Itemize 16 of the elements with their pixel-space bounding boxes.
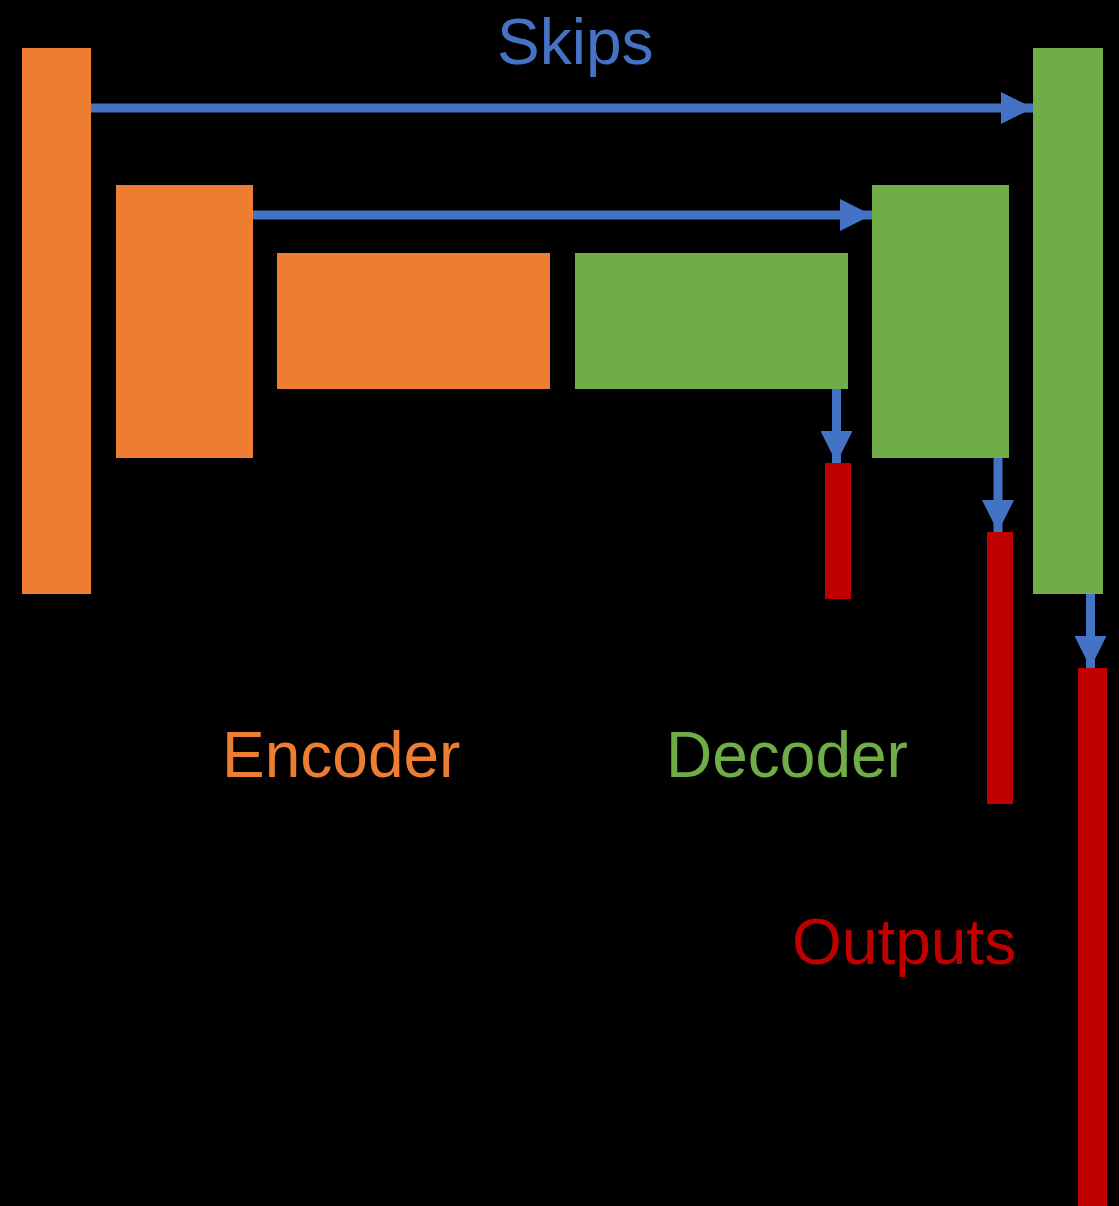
arrow — [820, 389, 853, 463]
output-bar — [825, 463, 851, 599]
decoder-block — [872, 185, 1009, 458]
decoder-block — [575, 253, 848, 389]
encoder-block — [22, 48, 91, 594]
arrow — [253, 199, 872, 231]
output-bar — [987, 532, 1013, 804]
encoder-block — [116, 185, 253, 458]
decoder-block — [1033, 48, 1103, 594]
section-label: Encoder — [222, 723, 461, 787]
arrow — [1074, 594, 1107, 668]
output-bar — [1078, 668, 1107, 1206]
arrow — [982, 458, 1014, 532]
section-label: Decoder — [666, 723, 908, 787]
arrow — [91, 92, 1033, 124]
encoder-block — [277, 253, 550, 389]
